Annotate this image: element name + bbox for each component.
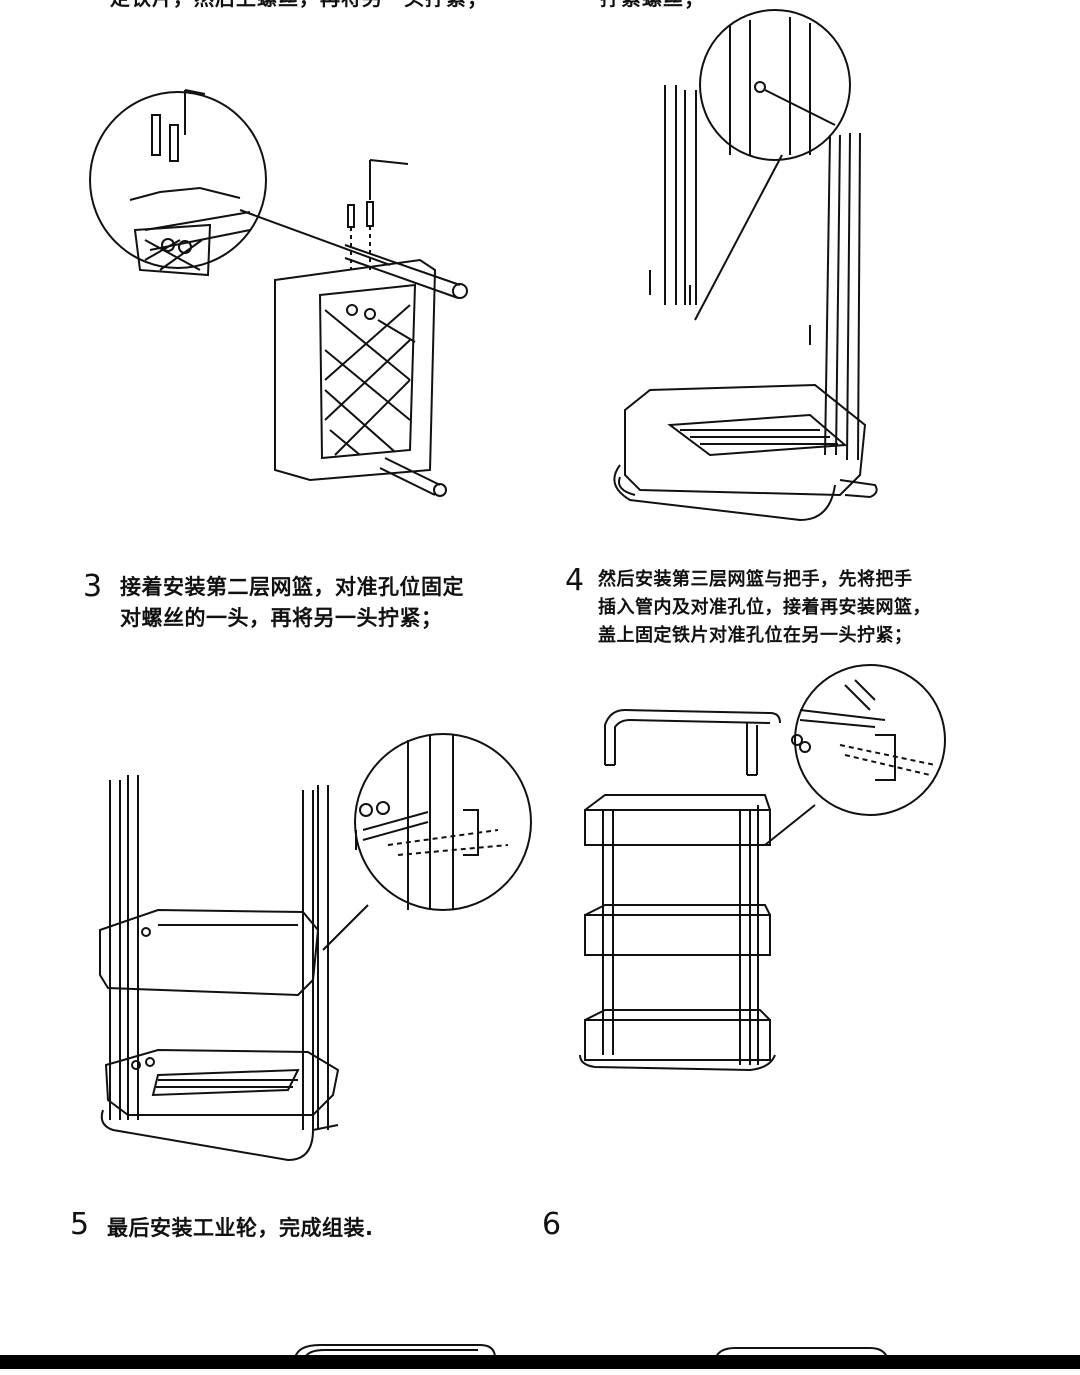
step4-text-line3: 盖上固定铁片对准孔位在另一头拧紧；	[598, 625, 913, 646]
step5-number: 5	[70, 1207, 90, 1242]
step4-text-line1: 然后安装第三层网篮与把手，先将把手	[598, 569, 913, 590]
step4-text-line2: 插入管内及对准孔位，接着再安装网篮，	[598, 597, 931, 618]
step1-text-fragment: 定铁片，然后上螺丝，再将另一头拧紧；	[110, 0, 488, 11]
step4-number: 4	[565, 563, 585, 598]
step5-text-line1: 最后安装工业轮，完成组装.	[107, 1216, 374, 1240]
illustration-step1	[90, 80, 590, 600]
step3-number: 3	[83, 569, 103, 604]
step3-text-line1: 接着安装第二层网篮，对准孔位固定	[120, 575, 464, 599]
step6-number: 6	[542, 1207, 562, 1242]
illustration-step6-partial	[710, 1345, 910, 1375]
step3-text-line2: 对螺丝的一头，再将另一头拧紧；	[120, 606, 443, 630]
illustration-step4	[575, 665, 955, 1085]
bottom-bar	[0, 1355, 1080, 1369]
illustration-step2	[600, 5, 900, 530]
step2-text-fragment: 拧紧螺丝；	[600, 0, 705, 11]
illustration-step3	[98, 730, 538, 1170]
